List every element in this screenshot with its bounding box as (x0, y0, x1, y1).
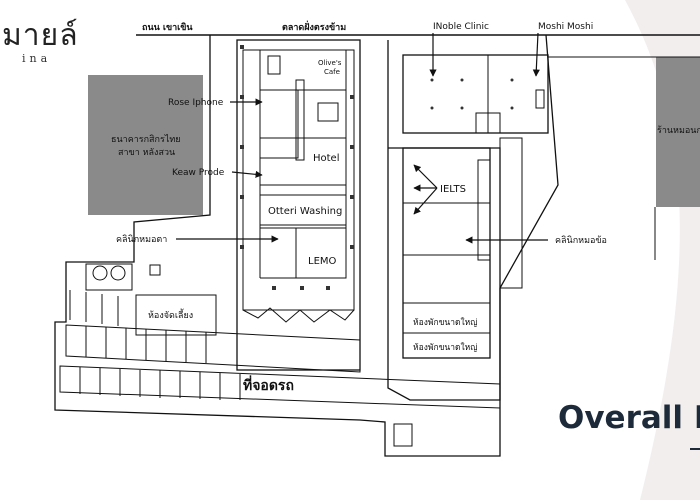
hotel-label: Hotel (313, 153, 340, 164)
right-building (656, 57, 700, 207)
stair-block (267, 55, 281, 75)
central-inner (242, 49, 355, 311)
moshi-moshi-label: Moshi Moshi (538, 22, 593, 32)
brand-logo: มายล์ ina (2, 18, 79, 66)
round-table (110, 265, 126, 281)
bank-label-2: สาขา หลังสวน (118, 148, 175, 158)
rose-iphone-room (259, 89, 299, 159)
label-arrows (176, 32, 548, 244)
lower-right-side-strip (477, 159, 491, 261)
olives-cafe-label-2: Cafe (324, 68, 340, 76)
brand-name: มายล์ (2, 18, 79, 53)
banquet-room-label: ห้องจัดเลี้ยง (148, 308, 193, 321)
entry-marker (149, 264, 161, 276)
lemo-room (295, 227, 347, 279)
central-jagged-edge (242, 307, 355, 323)
parking-label: ที่จอดรถ (243, 375, 294, 394)
bank-label-1: ธนาคารกสิกรไทย (111, 134, 181, 145)
bank-building (88, 75, 203, 215)
cafe-counter (317, 102, 339, 122)
pillars (240, 45, 354, 290)
overall-plan-title: Overall P (558, 400, 700, 436)
street-label-center: ตลาดฝั่งตรงข้าม (282, 20, 346, 33)
eye-clinic-label: คลินิกหมอตา (116, 234, 167, 245)
olives-cafe-label-1: Olive's (318, 59, 342, 67)
large-room-label-1: ห้องพักขนาดใหญ่ (413, 317, 478, 328)
otteri-washing-label: Otteri Washing (268, 206, 342, 217)
inoble-clinic-label: INoble Clinic (433, 22, 489, 32)
right-outline (548, 56, 700, 260)
upper-right-notch (475, 112, 501, 134)
right-corridor (499, 137, 523, 289)
rose-iphone-label: Rose Iphone (168, 98, 224, 108)
upper-right-vent (535, 89, 545, 109)
right-shop-label: ร้านหมอนก (657, 125, 700, 136)
parking-stalls-bottom (59, 365, 501, 409)
parking-stalls-left (65, 324, 361, 373)
street-label-left: ถนน เขาเขิน (142, 22, 193, 33)
banquet-room (135, 294, 217, 336)
bottom-right-box (393, 423, 413, 447)
keaw-prode-label: Keaw Prode (172, 168, 225, 178)
round-tables-area (85, 263, 133, 291)
round-table (92, 265, 108, 281)
brand-subtitle: ina (22, 52, 52, 65)
large-room-label-2: ห้องพักขนาดใหญ่ (413, 342, 478, 353)
stair-block (295, 79, 305, 161)
title-underline (690, 448, 700, 450)
central-block (236, 39, 361, 371)
otteri-room (259, 194, 347, 226)
upper-dots (430, 78, 514, 110)
lemo-label: LEMO (308, 256, 337, 267)
bone-clinic-label: คลินิกหมอข้อ (555, 235, 607, 246)
ielts-label: IELTS (440, 184, 466, 195)
left-stall-strip (69, 290, 119, 326)
